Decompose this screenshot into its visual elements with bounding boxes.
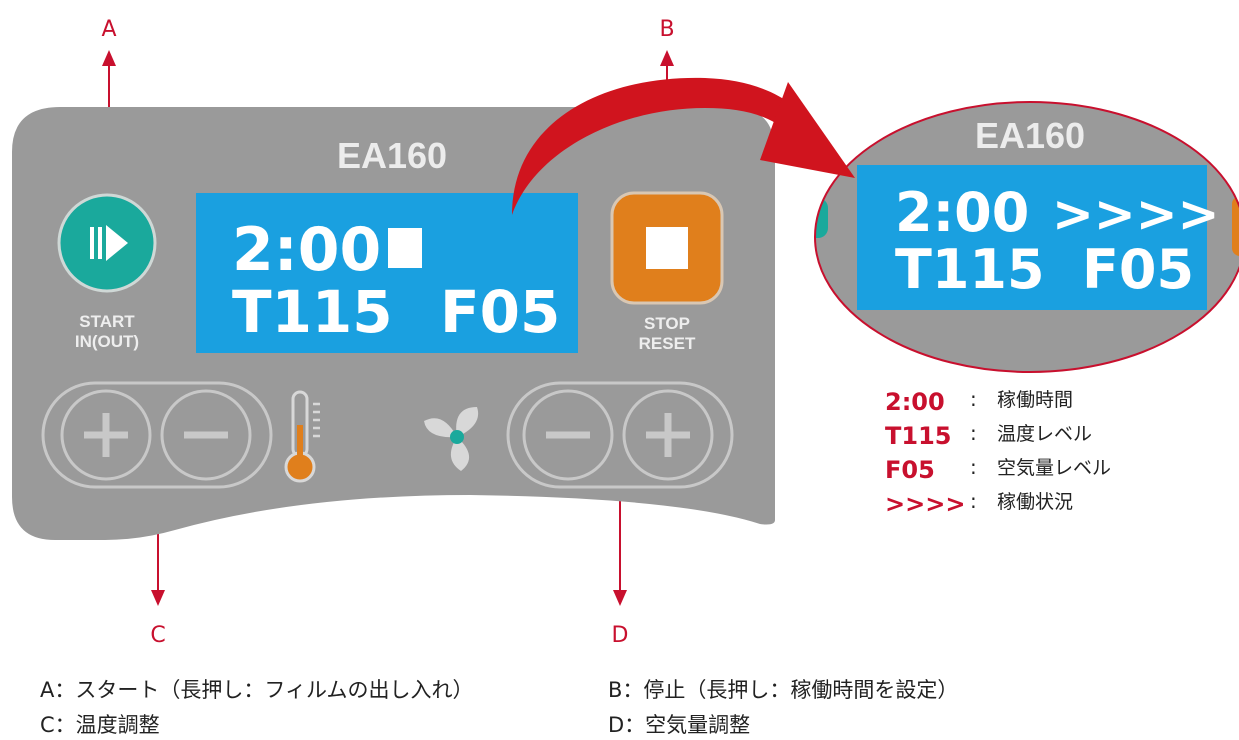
svg-text:2:00: 2:00 — [885, 388, 945, 416]
svg-text:>>>>: >>>> — [885, 490, 965, 518]
zoom-lcd-fan: F05 — [1082, 238, 1194, 301]
plus-icon — [646, 413, 690, 457]
note-b: B：停止（長押し：稼働時間を設定） — [608, 678, 958, 702]
lcd-status-block — [388, 228, 422, 268]
note-c: C：温度調整 — [40, 713, 160, 737]
stop-label: STOP — [644, 314, 690, 333]
svg-text:温度レベル: 温度レベル — [997, 423, 1092, 445]
in-out-label: IN(OUT) — [75, 332, 139, 351]
zoom-model-name: EA160 — [975, 115, 1085, 156]
fan-control-group — [506, 381, 734, 489]
callout-d: D — [612, 482, 629, 648]
plus-icon — [84, 413, 128, 457]
svg-text:F05: F05 — [885, 456, 935, 484]
svg-text:稼働時間: 稼働時間 — [997, 389, 1073, 411]
svg-text::: : — [970, 455, 977, 479]
legend: 2:00 : 稼働時間 T115 : 温度レベル F05 : 空気量レベル >>… — [885, 387, 1111, 518]
note-d: D：空気量調整 — [608, 713, 750, 737]
zoom-lcd-status: >>>> — [1052, 185, 1220, 243]
lcd-time: 2:00 — [232, 215, 381, 285]
legend-item: 2:00 : 稼働時間 — [885, 387, 1073, 416]
callout-letter-d: D — [612, 623, 629, 648]
temp-minus-button[interactable] — [160, 389, 252, 481]
play-icon — [90, 225, 128, 261]
fan-minus-button[interactable] — [522, 389, 614, 481]
callout-letter-a: A — [101, 17, 116, 42]
svg-text::: : — [970, 489, 977, 513]
zoom-lcd-temp: T115 — [895, 238, 1045, 301]
stop-button[interactable] — [610, 191, 724, 305]
note-a: A：スタート（長押し：フィルムの出し入れ） — [40, 678, 474, 702]
start-label: START — [79, 312, 135, 331]
model-name: EA160 — [337, 135, 447, 176]
legend-item: T115 : 温度レベル — [885, 421, 1092, 450]
callout-letter-c: C — [150, 623, 165, 648]
thermometer-icon — [284, 390, 320, 483]
legend-item: >>>> : 稼働状況 — [885, 489, 1073, 518]
legend-item: F05 : 空気量レベル — [885, 455, 1111, 484]
temp-control-group — [41, 381, 273, 489]
reset-label: RESET — [639, 334, 696, 353]
lcd-fan: F05 — [440, 278, 560, 346]
zoom-lcd-time: 2:00 — [895, 181, 1029, 244]
callout-letter-b: B — [659, 17, 674, 42]
lcd-temp: T115 — [232, 278, 393, 346]
fan-icon — [424, 407, 479, 471]
fan-plus-button[interactable] — [622, 389, 714, 481]
callout-c: C — [150, 482, 166, 648]
zoom-view: EA160 2:00 >>>> T115 F05 — [814, 101, 1239, 373]
svg-text:空気量レベル: 空気量レベル — [997, 457, 1111, 479]
stop-icon — [646, 227, 688, 269]
zoom-lcd — [857, 165, 1207, 310]
lcd-display — [196, 193, 578, 353]
zoom-arrow — [512, 77, 855, 215]
start-button[interactable] — [57, 193, 157, 293]
svg-text:T115: T115 — [885, 422, 951, 450]
svg-text:稼働状況: 稼働状況 — [997, 491, 1073, 513]
svg-text::: : — [970, 421, 977, 445]
temp-plus-button[interactable] — [60, 389, 152, 481]
svg-text::: : — [970, 387, 977, 411]
